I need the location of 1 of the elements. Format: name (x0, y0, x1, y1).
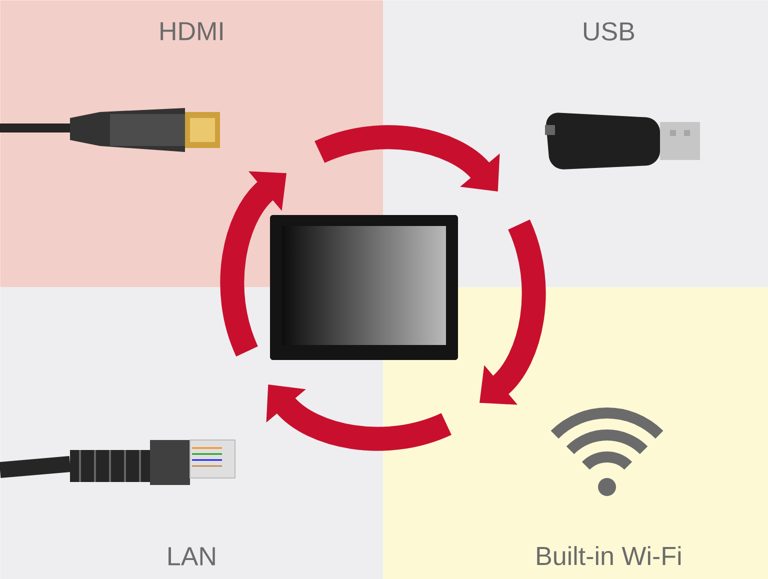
cycle-arrow (220, 171, 286, 356)
